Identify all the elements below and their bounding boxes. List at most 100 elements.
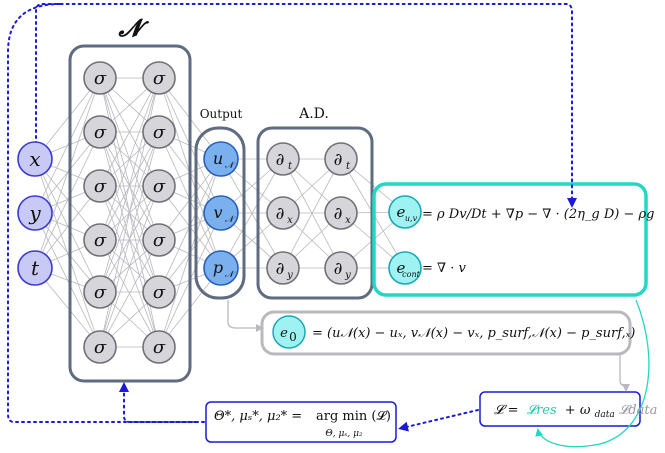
derivative-node-label: ∂ xyxy=(276,150,285,170)
hidden-neuron-l2-5 xyxy=(142,275,176,309)
loss-data-term: 𝓛data xyxy=(619,403,658,418)
loss-weight-sub: data xyxy=(595,410,615,420)
derivative-node-l2-y xyxy=(324,251,358,285)
output-node-u xyxy=(203,141,239,177)
hidden-neuron-label: σ xyxy=(94,176,107,197)
input-node-label: x xyxy=(29,147,40,171)
optimization-operator: arg min (𝓛) xyxy=(316,409,391,424)
residual-eq-momentum: = ρ Dv/Dt + ∇p − ∇ · (2η_g D) − ρg xyxy=(422,207,654,222)
input-node-t xyxy=(17,250,53,286)
loss-lhs: 𝓛 = xyxy=(494,403,518,418)
autodiff-box xyxy=(256,126,374,300)
derivative-node-label: ∂ xyxy=(276,204,285,224)
edge-derivative-derivative xyxy=(282,158,342,269)
edge-input-hidden xyxy=(34,77,101,269)
residual-node-sub: cont xyxy=(402,270,420,279)
data-residual-node xyxy=(272,315,306,349)
derivative-node-l1-y xyxy=(266,251,300,285)
hidden-neuron-label: σ xyxy=(94,282,107,303)
data-residual-box xyxy=(260,310,632,356)
hidden-neuron-label: σ xyxy=(94,122,107,143)
residual-node-label: e xyxy=(397,259,406,277)
output-node-p xyxy=(203,250,239,286)
hidden-neuron-label: σ xyxy=(94,68,107,89)
hidden-neuron-label: σ xyxy=(153,176,166,197)
hidden-neuron-l2-4 xyxy=(142,223,176,257)
derivative-node-sub: y xyxy=(344,270,351,281)
hidden-neuron-label: σ xyxy=(153,282,166,303)
edge-hidden-hidden xyxy=(99,239,160,348)
data-residual-equation: = (u𝒩(x) − uₓ, v𝒩(x) − vₓ, p_surf,𝒩(x) −… xyxy=(312,326,635,341)
hidden-neuron-l1-1 xyxy=(83,61,117,95)
edge-hidden-hidden xyxy=(99,185,160,348)
loss-formula: 𝓛 = 𝓛res + ω data 𝓛data xyxy=(494,403,657,421)
input-node-y xyxy=(17,195,53,231)
derivative-node-l1-x xyxy=(266,196,300,230)
hidden-neuron-l1-3 xyxy=(83,169,117,203)
output-node-sub: 𝒩 xyxy=(225,161,237,171)
hidden-neuron-l1-4 xyxy=(83,223,117,257)
residual-node-cont xyxy=(388,251,422,285)
output-node-sub: 𝒩 xyxy=(225,215,237,225)
residual-node-sub: u,v xyxy=(405,214,418,223)
hidden-neuron-l2-6 xyxy=(142,330,176,364)
optimization-subscript: Θ, μₛ, μ₂ xyxy=(325,429,363,439)
data-residual-node-sub: 0 xyxy=(289,330,297,344)
derivative-node-sub: t xyxy=(288,161,293,172)
output-node-label: v xyxy=(213,203,222,222)
output-box xyxy=(194,126,246,300)
hidden-neuron-l2-1 xyxy=(142,61,176,95)
derivative-node-l2-t xyxy=(324,142,358,176)
hidden-neuron-l2-2 xyxy=(142,115,176,149)
output-node-label: p xyxy=(213,258,223,277)
input-node-x xyxy=(17,141,53,177)
output-node-sub: 𝒩 xyxy=(225,270,237,280)
derivative-node-label: ∂ xyxy=(334,259,343,279)
feedback-loops xyxy=(7,3,577,432)
derivative-node-l2-x xyxy=(324,196,358,230)
optimization-box xyxy=(205,401,397,443)
hidden-neuron-label: σ xyxy=(153,68,166,89)
edge-output-derivative xyxy=(220,158,284,269)
input-node-label: t xyxy=(31,256,40,280)
hidden-neuron-l2-3 xyxy=(142,169,176,203)
edge-hidden-hidden xyxy=(99,131,160,348)
hidden-neuron-l1-2 xyxy=(83,115,117,149)
optimization-lhs: Θ*, μₛ*, μ₂* = xyxy=(214,409,302,424)
hidden-neuron-l1-6 xyxy=(83,330,117,364)
hidden-neuron-label: σ xyxy=(153,230,166,251)
derivative-node-sub: x xyxy=(345,215,351,226)
edge-hidden-hidden xyxy=(99,77,160,293)
output-node-v xyxy=(203,195,239,231)
derivative-node-sub: t xyxy=(346,161,351,172)
derivative-node-sub: y xyxy=(286,270,293,281)
hidden-neuron-label: σ xyxy=(153,337,166,358)
edge-hidden-hidden xyxy=(99,77,160,241)
derivative-node-label: ∂ xyxy=(334,204,343,224)
hidden-neuron-label: σ xyxy=(94,230,107,251)
edge-input-hidden xyxy=(34,131,101,269)
autodiff-title: A.D. xyxy=(298,106,329,122)
input-node-label: y xyxy=(28,201,41,225)
hidden-neuron-label: σ xyxy=(153,122,166,143)
derivative-node-l1-t xyxy=(266,142,300,176)
edge-input-hidden xyxy=(34,158,101,293)
loss-weight: + ω xyxy=(565,403,591,418)
derivative-node-sub: x xyxy=(287,215,293,226)
derivative-node-label: ∂ xyxy=(334,150,343,170)
loss-res-term: 𝓛res xyxy=(527,403,557,418)
residual-node-u,v xyxy=(388,195,422,229)
flow-arrows xyxy=(227,299,650,448)
output-title: Output xyxy=(200,107,243,121)
residual-eq-continuity: = ∇ · v xyxy=(422,261,466,276)
network-symbol: 𝓝 xyxy=(118,13,150,42)
data-residual-node-label: e xyxy=(280,326,288,341)
output-node-label: u xyxy=(213,149,223,168)
edge-hidden-hidden xyxy=(99,77,160,187)
physics-residual-box xyxy=(372,182,648,297)
residual-node-label: e xyxy=(397,203,406,221)
hidden-neuron-l1-5 xyxy=(83,275,117,309)
edge-input-hidden xyxy=(34,77,101,214)
